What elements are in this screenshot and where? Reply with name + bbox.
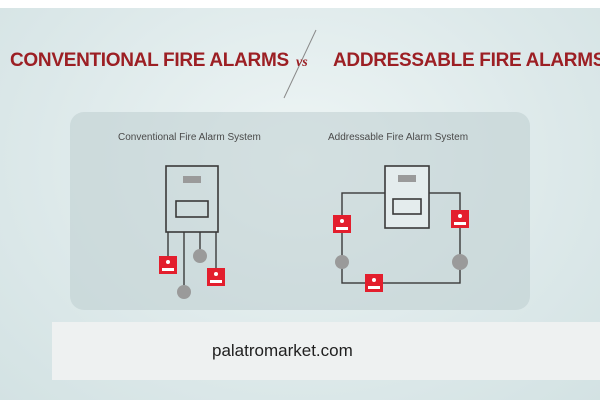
- smoke-detector-icon: [335, 255, 349, 269]
- control-panel-icon: [165, 165, 219, 233]
- smoke-detector-icon: [452, 254, 468, 270]
- manual-call-point-icon: [451, 210, 469, 228]
- control-panel-icon: [384, 165, 430, 229]
- conventional-system-label: Conventional Fire Alarm System: [118, 132, 261, 143]
- website-url: palatromarket.com: [212, 341, 353, 360]
- conventional-system: [159, 165, 225, 299]
- top-band: [0, 0, 600, 8]
- title-addressable: ADDRESSABLE FIRE ALARMS: [333, 50, 600, 71]
- vs-divider: [283, 29, 317, 99]
- addressable-system: [333, 165, 469, 292]
- smoke-detector-icon: [193, 249, 207, 263]
- addressable-system-label: Addressable Fire Alarm System: [328, 132, 469, 143]
- title-conventional: CONVENTIONAL FIRE ALARMS: [10, 50, 289, 71]
- manual-call-point-icon: [207, 268, 225, 286]
- vs-label: vs: [296, 55, 308, 70]
- footer-band: [52, 322, 600, 380]
- conventional-wiring: [167, 232, 217, 285]
- smoke-detector-icon: [177, 285, 191, 299]
- manual-call-point-icon: [333, 215, 351, 233]
- manual-call-point-icon: [365, 274, 383, 292]
- manual-call-point-icon: [159, 256, 177, 274]
